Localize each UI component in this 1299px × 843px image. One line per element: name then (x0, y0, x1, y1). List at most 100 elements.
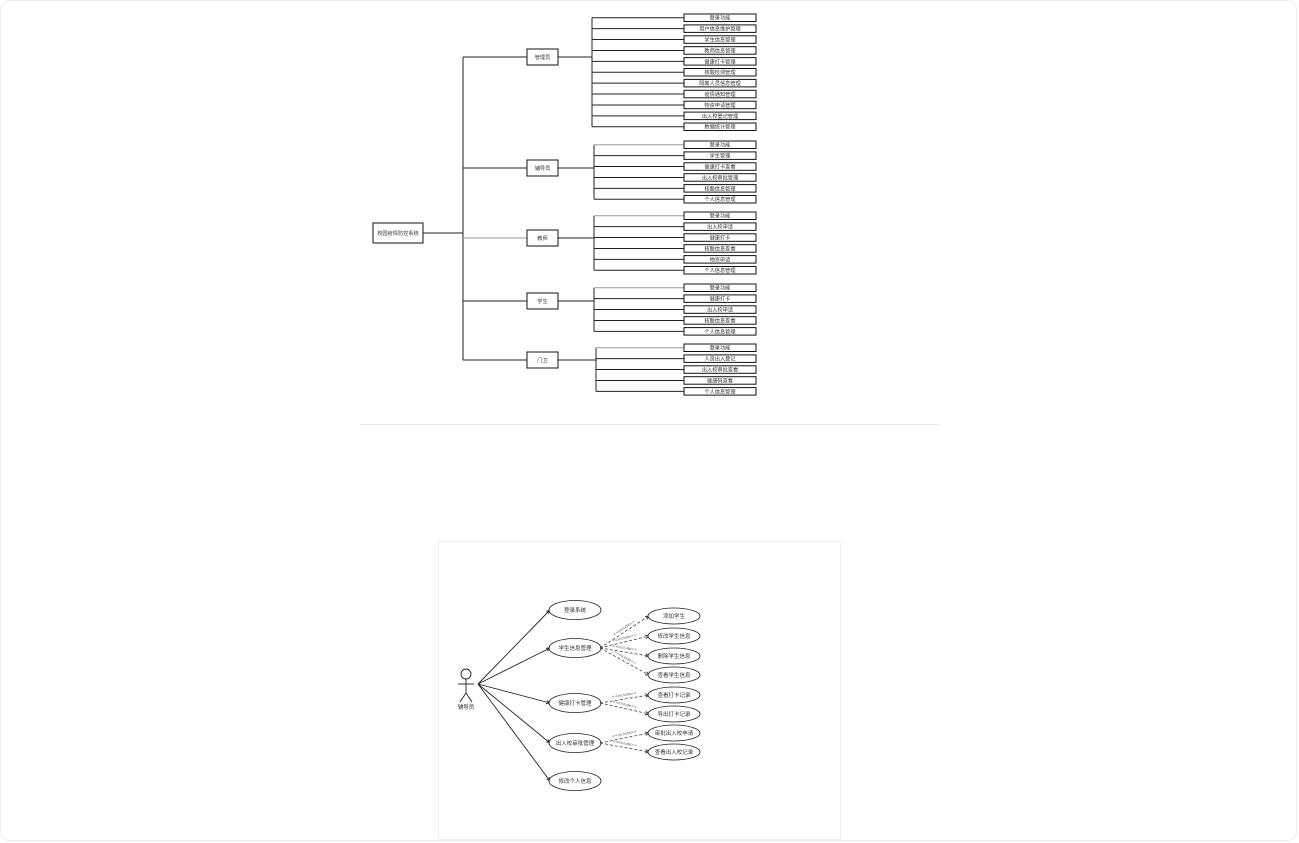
leaf-node-label: 出入校审批查看 (702, 365, 738, 373)
leaf-node (683, 376, 757, 385)
association-line (477, 683, 551, 744)
sub-usecase-label: 导出打卡记录 (657, 710, 691, 718)
leaf-node (683, 316, 757, 325)
sub-usecase-ellipse (647, 607, 701, 625)
leaf-node-label: 健康打卡查看 (704, 162, 735, 170)
leaf-node (683, 255, 757, 264)
actor-head (460, 668, 472, 680)
leaf-node-label: 核酸信息管理 (704, 184, 736, 192)
association-line (477, 647, 551, 685)
leaf-node-label: 登录功能 (710, 344, 731, 352)
leaf-node (683, 233, 757, 242)
leaf-node (683, 162, 757, 171)
leaf-node (683, 13, 757, 22)
leaf-node (683, 195, 757, 204)
sub-usecase-label: 审批出入校申请 (655, 729, 694, 737)
leaf-node (683, 327, 757, 336)
root-node-label: 校园疫情防控系统 (377, 229, 419, 237)
usecase-label: 修改个人信息 (558, 777, 592, 785)
include-stereotype: <<include>> (612, 700, 637, 709)
include-stereotype: <<include>> (612, 730, 637, 739)
actor-label: 辅导员 (458, 703, 475, 711)
sub-usecase-ellipse (647, 647, 701, 665)
leaf-node-label: 登录功能 (710, 284, 731, 292)
sub-usecase-label: 查看打卡记录 (657, 691, 691, 699)
leaf-node-label: 学生管理 (710, 152, 732, 160)
leaf-node (683, 343, 757, 352)
usecase-ellipse (548, 771, 602, 791)
leaf-node (683, 266, 757, 275)
leaf-node-label: 用户信息维护管理 (699, 25, 741, 33)
include-dependency (599, 647, 650, 657)
usecase-label: 登录系统 (564, 606, 587, 614)
branch-node-label: 门卫 (537, 356, 547, 364)
leaf-node (683, 365, 757, 374)
leaf-node-label: 出入校审批管理 (702, 173, 739, 181)
sub-usecase-label: 删除学生信息 (657, 652, 691, 660)
leaf-node-label: 疫情通知管理 (704, 90, 736, 98)
leaf-node-label: 健康打卡管理 (704, 57, 736, 65)
leaf-node (683, 68, 757, 77)
leaf-node (683, 122, 757, 131)
include-stereotype: <<include>> (612, 644, 637, 652)
leaf-node-label: 物资申请管理 (704, 101, 736, 109)
leaf-node (683, 57, 757, 66)
leaf-node (683, 151, 757, 160)
include-dependency (599, 647, 650, 676)
sub-usecase-ellipse (647, 724, 701, 742)
sub-usecase-ellipse (647, 705, 701, 723)
sub-usecase-ellipse (647, 743, 701, 761)
sub-usecase-label: 修改学生信息 (657, 632, 691, 640)
association-line (477, 683, 551, 782)
usecase-label: 出入校审批管理 (556, 739, 595, 747)
leaf-node (683, 387, 757, 396)
leaf-node (683, 111, 757, 121)
leaf-node-label: 健康打卡 (710, 233, 731, 241)
sub-usecase-label: 添加学生 (663, 612, 686, 620)
usecase-ellipse (548, 600, 602, 620)
sub-usecase-label: 查看学生信息 (657, 671, 691, 679)
leaf-node-label: 出入校申请 (707, 223, 733, 231)
leaf-node (683, 244, 757, 253)
leaf-node-label: 人员出入登记 (704, 355, 735, 363)
leaf-node-label: 出入校申请 (707, 305, 733, 313)
leaf-node (683, 211, 757, 220)
leaf-node-label: 登录功能 (710, 212, 731, 220)
usecase-panel (438, 541, 841, 840)
leaf-node-label: 教师信息管理 (704, 46, 736, 54)
association-line (477, 609, 551, 685)
actor-leg-right (465, 692, 473, 703)
actor-icon (458, 668, 474, 703)
include-stereotype: <<include>> (612, 633, 637, 643)
include-dependency (599, 742, 650, 753)
leaf-node (683, 184, 757, 193)
leaf-node-label: 登录功能 (710, 141, 731, 149)
branch-node-label: 管理员 (535, 53, 551, 61)
leaf-node-label: 登录功能 (710, 14, 731, 22)
include-dependency (599, 635, 650, 649)
leaf-node-label: 物资申请 (710, 255, 731, 263)
leaf-node-label: 个人信息管理 (704, 387, 736, 395)
leaf-node-label: 个人信息管理 (704, 327, 736, 335)
include-stereotype: <<include>> (612, 739, 637, 747)
leaf-node-label: 出入校登记管理 (702, 112, 739, 120)
leaf-node (683, 283, 757, 292)
leaf-node-label: 核酸信息查看 (704, 244, 735, 252)
leaf-node (683, 354, 757, 363)
leaf-node-label: 隔离人员信息管理 (699, 79, 741, 87)
leaf-node-label: 核酸检测管理 (704, 68, 736, 76)
leaf-node (683, 24, 757, 33)
leaf-node (683, 100, 757, 110)
branch-node-label: 辅导员 (535, 164, 551, 172)
leaf-node (683, 140, 757, 149)
leaf-node (683, 46, 757, 55)
include-dependency (599, 702, 650, 715)
leaf-node-label: 健康打卡 (710, 295, 731, 303)
leaf-node (683, 89, 757, 99)
leaf-node (683, 222, 757, 231)
include-stereotype: <<include>> (612, 691, 637, 699)
leaf-node (683, 78, 757, 88)
